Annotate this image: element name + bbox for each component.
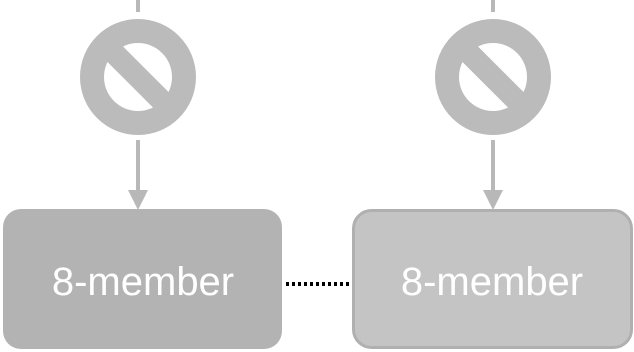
right-node-label: 8-member <box>401 260 583 304</box>
prohibited-icon <box>80 19 196 135</box>
left-node-label: 8-member <box>52 260 234 304</box>
right-node: 8-member <box>352 209 633 349</box>
prohibited-icon <box>435 19 551 135</box>
right-arrow-head <box>483 190 503 210</box>
left-arrow-head <box>128 190 148 210</box>
right-node-box <box>352 209 633 349</box>
left-node: 8-member <box>3 209 282 349</box>
left-branch <box>80 0 196 210</box>
left-node-box <box>3 209 282 349</box>
right-branch <box>435 0 551 210</box>
